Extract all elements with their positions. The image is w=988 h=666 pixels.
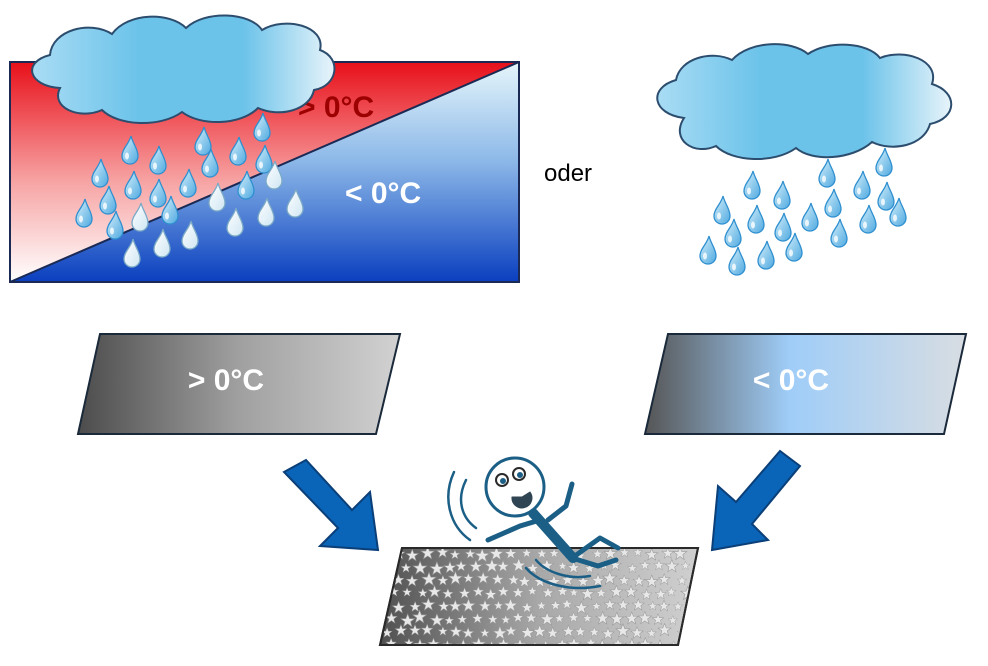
raindrop-icon — [875, 147, 893, 177]
ground-frozen: < 0°C — [643, 333, 968, 435]
ice-crystal-icon — [380, 549, 391, 559]
raindrop-icon — [830, 218, 848, 248]
arrow-down-icon — [710, 449, 802, 552]
cloud-icon — [31, 14, 336, 124]
raindrops-right — [699, 147, 907, 276]
raindrop-icon — [774, 212, 792, 242]
arrow-down-icon — [282, 458, 380, 552]
raindrop-icon — [724, 218, 742, 248]
raindrop-icon — [728, 246, 746, 276]
ice-surface-icon — [378, 547, 700, 646]
raindrop-icon — [824, 188, 842, 218]
raindrop-icon — [853, 170, 871, 200]
slipping-person-icon — [447, 456, 621, 590]
cloud-icon — [656, 43, 953, 160]
raindrop-icon — [818, 158, 836, 188]
raindrop-icon — [747, 204, 765, 234]
connector-word: oder — [544, 160, 592, 187]
ice-crystal-icon — [683, 641, 694, 645]
cold-layer-label: < 0°C — [345, 177, 421, 210]
raindrop-icon — [713, 195, 731, 225]
ground-warm: > 0°C — [76, 333, 402, 435]
raindrop-icon — [859, 204, 877, 234]
raindrop-icon — [743, 170, 761, 200]
ground-frozen-label: < 0°C — [753, 364, 829, 397]
raindrop-icon — [757, 240, 775, 270]
raindrop-icon — [877, 181, 895, 211]
raindrop-icon — [801, 202, 819, 232]
raindrop-icon — [773, 180, 791, 210]
raindrop-icon — [699, 235, 717, 265]
ice-crystal-icon — [380, 572, 393, 584]
ground-warm-label: > 0°C — [188, 364, 264, 397]
